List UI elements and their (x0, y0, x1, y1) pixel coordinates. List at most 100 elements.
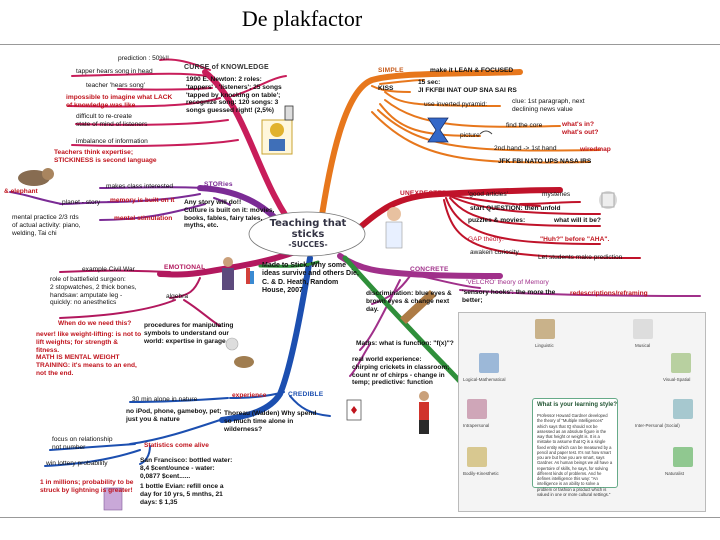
knowledge-heading: CURSE of KNOWLEDGE (184, 64, 269, 71)
visual-picture (671, 353, 691, 373)
emotional-need: When do we need this? (58, 320, 132, 327)
knowledge-item-7: Teachers think expertise; STICKINESS is … (54, 149, 157, 164)
musical-picture (633, 319, 653, 339)
twig-thoreau (289, 395, 331, 417)
twig-hand (377, 109, 601, 152)
simple-wiredmap: wiredmap (580, 146, 611, 153)
book-title: Made to Stick. Why some ideas survive an… (262, 262, 359, 294)
simple-kiss: KISS (378, 85, 394, 92)
learning-style-heading: What is your learning style? (537, 402, 618, 408)
twig-experience (229, 391, 285, 399)
unexpected-huh: "Huh?" before "AHA". (540, 236, 610, 243)
knowledge-item-3: teacher 'hears song' (86, 82, 145, 89)
simple-first-paragraph: clue: 1st paragraph, next declining news… (512, 98, 585, 113)
unexpected-puzzles: puzzles & movies: (468, 217, 526, 224)
twig-sf (139, 445, 151, 465)
stories-stimulation: mental stimulation (114, 215, 173, 222)
twig-hooks (459, 289, 701, 297)
intrapersonal-picture (467, 399, 487, 419)
concrete-heading: CONCRETE (410, 266, 449, 273)
twig-kiss (371, 85, 411, 93)
label-bodily: Bodily-Kinesthetic (463, 471, 499, 476)
simple-picture: picture (460, 132, 480, 139)
concrete-redescriptions: redescriptions/reframing (570, 290, 648, 297)
hourglass-picture (427, 117, 449, 143)
twig-mysteries (519, 201, 581, 205)
stories-practice: mental practice 2/3 rds of actual activi… (12, 214, 81, 237)
elephant-picture (18, 168, 54, 186)
twig-stats (129, 419, 221, 445)
knowledge-item-4: impossible to imagine what LACK of knowl… (66, 94, 173, 109)
credible-million: 1 in millions; probability to be struck … (40, 479, 134, 494)
concrete-real: real world experience: chirping crickets… (352, 356, 450, 387)
credible-ipod: no iPod, phone, gameboy, pet; just you &… (126, 408, 222, 423)
simple-15sec: 15 sec: JI FKFBI INAT OUP SNA SAI RS (418, 79, 517, 94)
bottom-divider (0, 517, 720, 518)
knowledge-item-6: imbalance of information (76, 138, 148, 145)
twig-difficult (75, 119, 229, 126)
label-linguistic: Linguistic (535, 343, 554, 348)
unexpected-predict: Let students make prediction (538, 254, 623, 261)
credible-evian: 1 bottle Evian: refill once a day for 10… (140, 483, 224, 506)
twig-need (59, 299, 176, 319)
concrete-discrimination: discrimination: blue eyes & brown eyes &… (366, 290, 452, 313)
feather-picture (400, 290, 436, 324)
center-subtitle: -SUCCES- (288, 240, 328, 249)
stopwatch-picture (284, 105, 294, 121)
logical-picture (479, 353, 499, 373)
stories-heading: STORies (204, 181, 233, 188)
twig-nature (129, 397, 229, 403)
simple-whats-in: what's in? what's out? (562, 121, 599, 136)
unexpected-gap: GAP theory: (468, 236, 504, 243)
simple-pyramid: use inverted pyramid: (424, 101, 488, 108)
twig-prediction (159, 58, 211, 71)
label-logical: Logical-Mathematical (463, 377, 506, 382)
concrete-velcro: 'VELCRO' theory of Memory (466, 279, 549, 286)
credible-focus: focus on relationship not number (52, 436, 113, 451)
unexpected-awaken: awaken curiosity (470, 249, 519, 256)
skull-picture (225, 337, 239, 351)
twig-imbalance (71, 139, 239, 147)
simple-lean: make it LEAN & FOCUSED (430, 67, 514, 74)
twig-gap (445, 197, 601, 245)
twig-civilwar (59, 269, 171, 273)
credible-stats: Statistics come alive (144, 442, 209, 449)
credible-heading: CREDIBLE (288, 391, 324, 398)
slide-title: De plakfactor (241, 6, 363, 31)
twig-stimulation (99, 203, 206, 221)
stories-story: Any story will do!! Culture is built on … (184, 199, 275, 230)
emotional-weight: never! like weight-lifting: is not to li… (36, 331, 142, 377)
knowledge-item-1: prediction : 50%!! (118, 55, 169, 62)
twig-pyramid (384, 91, 501, 107)
twig-maths (359, 279, 401, 351)
label-naturalist: Naturalist (665, 471, 685, 476)
center-title: Teaching that sticks -SUCCES- (258, 218, 358, 249)
knowledge-item-5: difficult to re-create state of mind of … (76, 113, 148, 128)
playing-card-picture (346, 399, 362, 421)
twig-awaken (443, 199, 641, 259)
learning-style-box: What is your learning style? Professor H… (532, 398, 618, 497)
center-main-title: Teaching that sticks (269, 218, 347, 240)
credible-sf: San Francisco: bottled water: 8,4 $cent/… (140, 457, 233, 480)
unexpected-what-will: what will it be? (554, 217, 601, 224)
branch-simple (317, 69, 523, 231)
twig-elephant (9, 191, 63, 205)
twig-real (349, 343, 371, 377)
twig-picture (379, 103, 481, 137)
branch-credible (219, 255, 313, 423)
knowledge-item-2: tapper hears song in head (76, 68, 153, 75)
twig-lottery (44, 449, 141, 467)
concrete-maths: Maths: what is function: "f(x)"? (356, 340, 454, 347)
golfer-picture (419, 391, 429, 434)
emotional-surgeon: role of battlefield surgeon: 2 stopwatch… (50, 276, 137, 307)
label-musical: Musical (635, 343, 651, 348)
twig-impossible (67, 97, 221, 108)
branch-concrete (337, 253, 503, 279)
stories-planet: planet - story (62, 199, 101, 206)
unexpected-start: start QUESTION: then unfold (470, 205, 561, 212)
credible-lottery: win lottery probability (46, 460, 108, 467)
emotional-algebra: algebra (166, 293, 188, 300)
twig-acronyms (371, 111, 591, 164)
